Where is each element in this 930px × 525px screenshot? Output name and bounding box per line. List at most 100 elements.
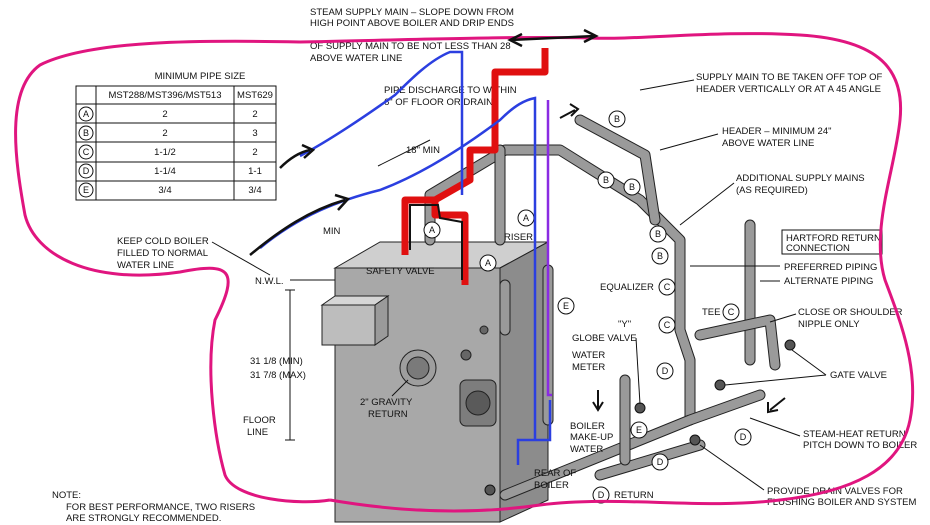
- preferred-piping-label: PREFERRED PIPING: [784, 262, 877, 273]
- svg-text:B: B: [614, 114, 620, 124]
- black-markup-arrow: [559, 103, 580, 119]
- return-label: RETURN: [614, 490, 654, 501]
- return-pipe-lower: [595, 440, 705, 480]
- makeup-label-1: BOILER: [570, 421, 605, 432]
- gate-valve-icon: [714, 379, 726, 391]
- table-col1-header: MST288/MST396/MST513: [109, 90, 222, 101]
- black-markup-arrow: [507, 28, 599, 48]
- row-key: D: [83, 166, 90, 176]
- bubble-b: B: [608, 110, 626, 128]
- bubble-d: D: [734, 428, 752, 446]
- row-value-2: 2: [252, 109, 257, 120]
- gate-valve-label: GATE VALVE: [830, 370, 887, 381]
- purple-markup-line: [546, 100, 552, 397]
- svg-text:C: C: [664, 320, 671, 330]
- water-meter-label-2: METER: [572, 362, 605, 373]
- min-label: MIN: [323, 226, 341, 237]
- supply-top-label-2: HEADER VERTICALLY OR AT A 45 ANGLE: [696, 84, 881, 95]
- makeup-label-3: WATER: [570, 444, 603, 455]
- additional-label-2: (AS REQUIRED): [736, 185, 808, 196]
- svg-text:B: B: [629, 182, 635, 192]
- header-pipe: [425, 145, 695, 425]
- bubble-e: E: [630, 421, 648, 439]
- tee-label: TEE: [702, 307, 720, 318]
- bubble-a: A: [479, 254, 497, 272]
- steam-return-label-2: PITCH DOWN TO BOILER: [803, 440, 917, 451]
- table-title: MINIMUM PIPE SIZE: [155, 71, 246, 82]
- svg-text:E: E: [636, 425, 642, 435]
- svg-text:D: D: [662, 366, 669, 376]
- gravity-return-label-1: 2" GRAVITY: [360, 397, 413, 408]
- bubble-b: B: [651, 247, 669, 265]
- red-markup-riser: [401, 48, 549, 285]
- supply-top-label-1: SUPPLY MAIN TO BE TAKEN OFF TOP OF: [696, 72, 883, 83]
- bubble-c: C: [658, 278, 676, 296]
- height-max-label: 31 7/8 (MAX): [250, 370, 306, 381]
- bubble-c: C: [722, 303, 740, 321]
- boiler: [320, 241, 549, 523]
- svg-text:B: B: [657, 251, 663, 261]
- gravity-return-label-2: RETURN: [368, 409, 408, 420]
- table-row: A 2 2: [78, 106, 258, 122]
- blue-markup-line: [299, 50, 464, 195]
- markup-overlay: [14, 28, 915, 513]
- water-meter-label-1: WATER: [572, 350, 605, 361]
- bubble-e: E: [557, 297, 575, 315]
- black-markup-arrow: [592, 390, 604, 412]
- alternate-piping-label: ALTERNATE PIPING: [784, 276, 873, 287]
- hartford-label-1: HARTFORD RETURN: [786, 233, 881, 244]
- row-value-1: 2: [162, 128, 167, 139]
- black-markup-arrow: [767, 397, 786, 414]
- table-row: D 1-1/4 1-1: [78, 163, 262, 179]
- steam-main-label-1: STEAM SUPPLY MAIN – SLOPE DOWN FROM: [310, 7, 514, 18]
- diagram-bubbles: B B B B B A A A E E C C C D D D D: [423, 110, 752, 504]
- steam-main-label-4: ABOVE WATER LINE: [310, 53, 402, 64]
- svg-text:C: C: [664, 282, 671, 292]
- height-min-label: 31 1/8 (MIN): [250, 356, 303, 367]
- svg-text:E: E: [563, 301, 569, 311]
- row-key: E: [83, 185, 89, 195]
- safety-valve-label: SAFETY VALVE: [366, 266, 435, 277]
- bubble-a: A: [517, 209, 535, 227]
- row-value-2: 2: [252, 147, 257, 158]
- pink-markup-outline: [14, 32, 915, 513]
- header-label-2: ABOVE WATER LINE: [722, 138, 814, 149]
- keep-cold-label-1: KEEP COLD BOILER: [117, 236, 209, 247]
- note-line-1: FOR BEST PERFORMANCE, TWO RISERS: [66, 502, 255, 513]
- pipe-size-table: MINIMUM PIPE SIZE MST288/MST396/MST513 M…: [75, 71, 277, 201]
- globe-valve-icon: [634, 402, 646, 414]
- row-value-2: 3/4: [248, 185, 261, 196]
- gate-valve-icon: [784, 339, 796, 351]
- drain-valve-icon: [484, 484, 496, 496]
- note-line-2: ARE STRONGLY RECOMMENDED.: [66, 513, 221, 524]
- black-markup-path: [409, 204, 463, 280]
- steam-return-label-1: STEAM-HEAT RETURN: [803, 429, 906, 440]
- drain-valve-icon: [689, 434, 701, 446]
- return-pipe: [500, 390, 765, 500]
- bubble-b: B: [623, 178, 641, 196]
- bubble-d: D: [656, 362, 674, 380]
- svg-text:A: A: [429, 225, 435, 235]
- riser-label: RISER: [504, 232, 533, 243]
- tee-nipple-pipe: [695, 315, 780, 370]
- additional-label-1: ADDITIONAL SUPPLY MAINS: [736, 173, 865, 184]
- globe-valve-label: GLOBE VALVE: [572, 333, 637, 344]
- row-value-1: 1-1/4: [154, 166, 176, 177]
- floor-line-label-1: FLOOR: [243, 415, 276, 426]
- svg-text:B: B: [603, 175, 609, 185]
- steam-main-label-3: OF SUPPLY MAIN TO BE NOT LESS THAN 28: [310, 41, 511, 52]
- equalizer-label: EQUALIZER: [600, 282, 654, 293]
- supply-main-pipe: [575, 115, 660, 225]
- callout-labels: STEAM SUPPLY MAIN – SLOPE DOWN FROM HIGH…: [52, 7, 917, 524]
- hartford-box: [781, 229, 883, 255]
- svg-text:D: D: [598, 490, 605, 500]
- keep-cold-label-3: WATER LINE: [117, 260, 174, 271]
- svg-text:B: B: [655, 229, 661, 239]
- pipe-discharge-label-2: 6" OF FLOOR OR DRAIN: [384, 97, 493, 108]
- dim-18-label: 18" MIN: [406, 145, 440, 156]
- row-value-2: 3: [252, 128, 257, 139]
- row-key: B: [83, 128, 89, 138]
- table-col2-header: MST629: [237, 90, 273, 101]
- row-key: A: [83, 109, 89, 119]
